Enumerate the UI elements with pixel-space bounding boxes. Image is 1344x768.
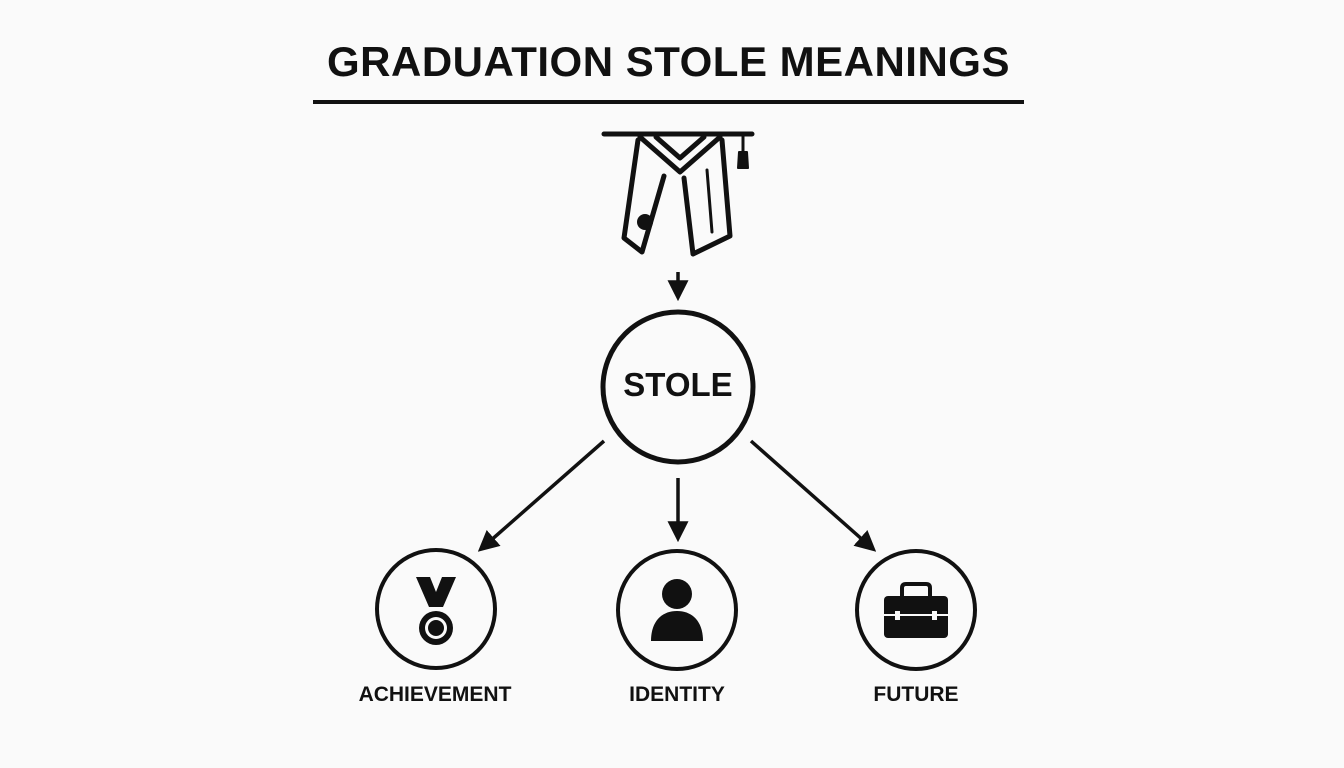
person-icon xyxy=(651,579,703,641)
arrow-to-future xyxy=(749,439,877,552)
future-node-circle xyxy=(855,549,977,671)
arrow-to-achievement xyxy=(477,439,606,552)
stole-node-circle xyxy=(600,309,756,465)
achievement-label: ACHIEVEMENT xyxy=(358,683,512,706)
briefcase-icon xyxy=(884,582,948,638)
identity-label: IDENTITY xyxy=(629,683,725,706)
medal-icon xyxy=(416,577,456,645)
stole-node-label: STOLE xyxy=(623,366,733,403)
identity-node-circle xyxy=(616,549,738,671)
graduation-stole-icon xyxy=(601,131,755,257)
future-label: FUTURE xyxy=(873,683,959,706)
page-title: GRADUATION STOLE MEANINGS xyxy=(327,38,1010,85)
achievement-node-circle xyxy=(375,548,497,670)
